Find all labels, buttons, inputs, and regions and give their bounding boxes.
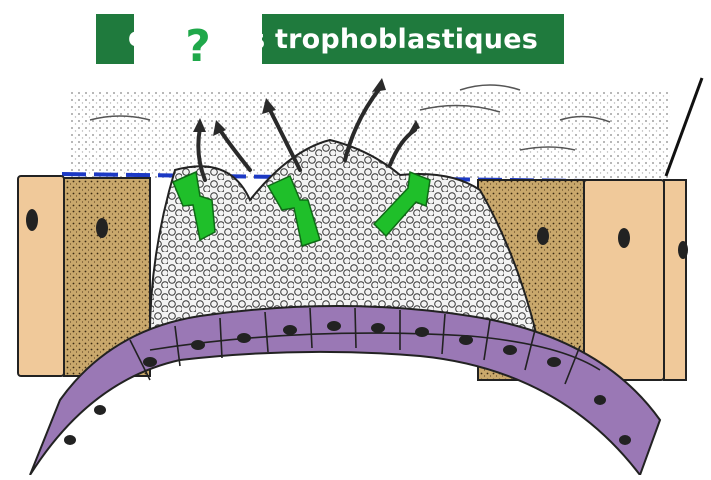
pointer-line [666, 78, 702, 176]
question-mask: ? [134, 0, 262, 92]
question-mark-icon: ? [185, 21, 211, 72]
title-visible-text: es trophoblastiques [231, 24, 538, 55]
